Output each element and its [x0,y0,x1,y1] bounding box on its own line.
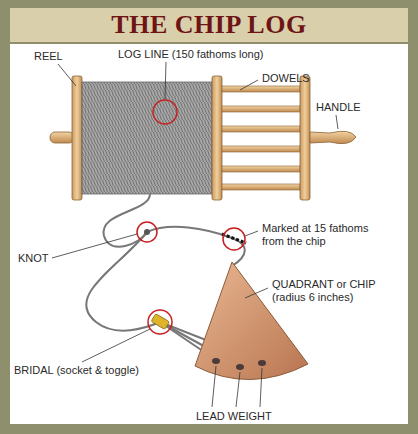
part-label: REEL [34,50,63,63]
part-label: BRIDAL (socket & toggle) [14,364,139,377]
part-label: Marked at 15 fathoms from the chip [262,222,380,248]
part-label: KNOT [18,252,49,265]
part-label: HANDLE [316,101,361,114]
part-label: LEAD WEIGHT [196,410,272,423]
part-label: QUADRANT or CHIP (radius 6 inches) [272,278,390,304]
title: THE CHIP LOG [10,8,408,42]
part-label: LOG LINE (150 fathoms long) [118,48,264,61]
part-label: DOWELS [262,72,310,85]
